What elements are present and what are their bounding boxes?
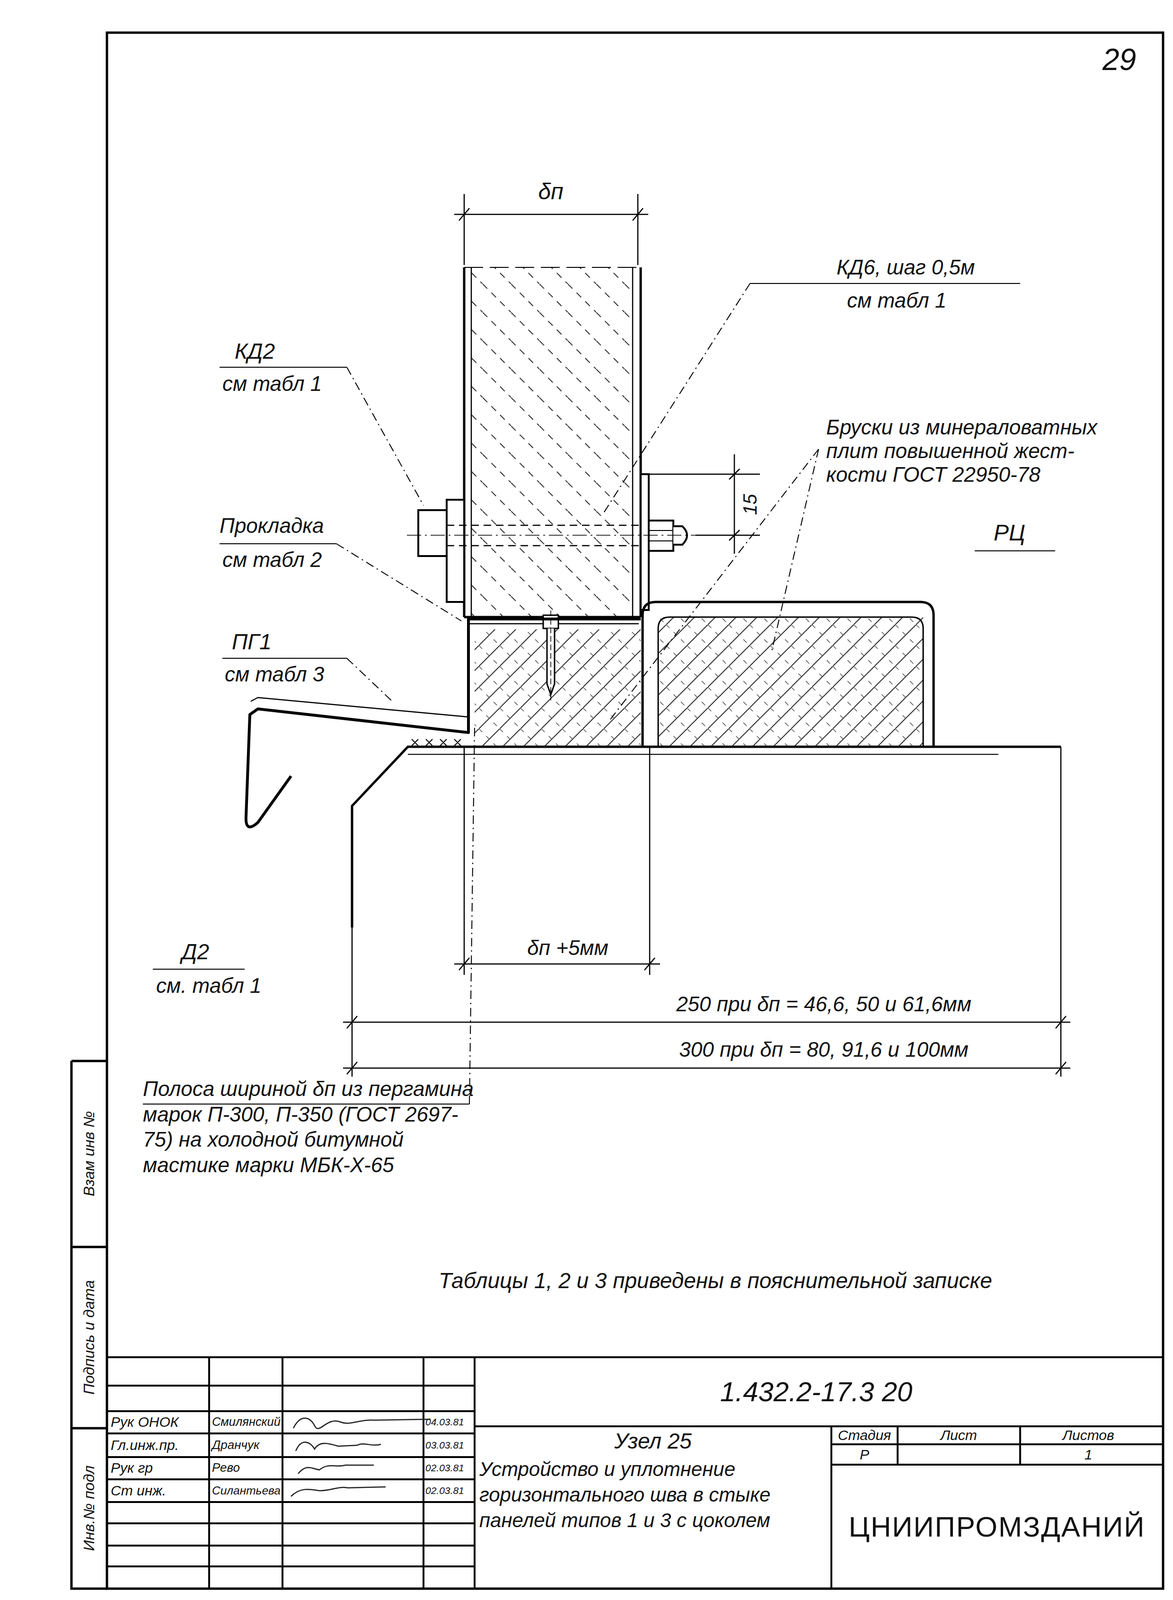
- date: 03.03.81: [425, 1439, 465, 1451]
- u-profile: [642, 601, 934, 747]
- signature: [295, 1441, 381, 1451]
- sheet-frame: [106, 32, 1164, 1589]
- designation: 1.432.2-17.3 20: [720, 1375, 913, 1408]
- plinth-block: [352, 746, 1061, 1077]
- bolt-assembly: [418, 510, 447, 556]
- stamp-label: Стадия: [837, 1427, 891, 1444]
- stamp-label: Рук гр: [110, 1459, 153, 1477]
- flashing-profile: [246, 618, 641, 827]
- u-profile: [658, 617, 924, 747]
- title-block-grid: [209, 1357, 475, 1589]
- table-reference: см табл 1: [846, 288, 947, 313]
- flashing-profile: [246, 618, 641, 827]
- bolt-assembly: [648, 530, 674, 541]
- leader-line: [336, 283, 819, 1104]
- dimension-text: 300 при δп = 80, 91,6 и 100мм: [679, 1037, 969, 1062]
- bolt-assembly: [640, 474, 649, 610]
- flashing-profile: [411, 739, 461, 746]
- wall-panel: [464, 266, 641, 268]
- dimension-text: 250 при δп = 46,6, 50 и 61,6мм: [676, 992, 972, 1017]
- bolt-assembly: [648, 520, 674, 551]
- signature: [293, 1418, 431, 1429]
- plinth-block: [352, 746, 1061, 928]
- title-block-grid: [106, 1385, 475, 1567]
- material-note: Бруски из минераловатных плит повышенной…: [826, 415, 1129, 487]
- date: 04.03.81: [425, 1416, 465, 1428]
- stamp-label: Взам инв №: [80, 1111, 98, 1197]
- signature: [291, 1418, 431, 1497]
- stamp-label: Рук ОНОК: [110, 1413, 179, 1431]
- dowel: [543, 610, 559, 701]
- stamp-value: Р: [859, 1446, 870, 1464]
- organization-name: ЦНИИПРОМЗДАНИЙ: [848, 1510, 1146, 1544]
- bolt-assembly: [446, 499, 465, 602]
- material-note: Полоса шириной δп из пергамина марок П-3…: [142, 1075, 484, 1178]
- part-label: РЦ: [993, 519, 1026, 546]
- bolt-assembly: [406, 534, 701, 536]
- dowel: [550, 610, 552, 701]
- date: 02.03.81: [425, 1484, 465, 1497]
- signer-name: Силантьева: [211, 1483, 281, 1498]
- sheet-frame: [71, 32, 1164, 1589]
- dimension-line: [343, 194, 1071, 1075]
- stamp-label: Листов: [1062, 1427, 1114, 1444]
- part-label: КД6, шаг 0,5м: [836, 255, 975, 280]
- u-profile: [642, 601, 934, 747]
- signer-name: Смилянский: [211, 1414, 281, 1429]
- signer-name: Рево: [211, 1460, 240, 1475]
- leader-line: [142, 283, 1056, 1104]
- leader-line: [142, 283, 1056, 1104]
- table-reference: см табл 2: [222, 547, 322, 573]
- dimension-line: [454, 194, 649, 265]
- part-label: КД2: [234, 338, 275, 364]
- plinth-block: [352, 746, 1061, 1077]
- stamp-label: Гл.инж.пр.: [110, 1437, 179, 1454]
- stamp-value: 1: [1084, 1446, 1093, 1464]
- part-label: Прокладка: [219, 513, 324, 538]
- note: Таблицы 1, 2 и 3 приведены в пояснительн…: [438, 1268, 993, 1294]
- stamp-label: Подпись и дата: [80, 1279, 98, 1395]
- wall-panel: [464, 267, 641, 618]
- dimension-line: [343, 1061, 1071, 1075]
- stamp-label: Лист: [940, 1427, 977, 1444]
- stamp-label: Ст инж.: [110, 1482, 167, 1500]
- stamp-label: Инв.№ подл: [80, 1465, 98, 1552]
- dimension-line: [343, 1015, 1071, 1029]
- sheet-frame: [71, 1060, 107, 1589]
- dimension-text: 15: [739, 493, 761, 516]
- flashing-profile: [250, 697, 469, 717]
- table-reference: см табл 1: [222, 371, 322, 397]
- table-reference: см табл 3: [224, 662, 325, 687]
- title-block-grid: [106, 1357, 1164, 1589]
- plinth-block: [407, 753, 999, 755]
- drawing-title: Узел 25: [614, 1428, 692, 1454]
- part-label: Д2: [181, 939, 210, 965]
- mineral-wool-block: [474, 617, 924, 747]
- signature: [291, 1486, 386, 1497]
- wall-panel: [471, 267, 633, 618]
- signature: [298, 1464, 374, 1474]
- table-reference: см. табл 1: [156, 973, 262, 998]
- drawing-title: Устройство и уплотнение горизонтального …: [479, 1456, 828, 1533]
- mineral-wool-block: [658, 617, 924, 747]
- dimension-line: [454, 746, 661, 975]
- dimension-text: δп: [537, 178, 564, 205]
- date: 02.03.81: [425, 1462, 465, 1474]
- page-number: 29: [1102, 42, 1137, 78]
- signer-name: Дранчук: [211, 1437, 260, 1453]
- part-label: ПГ1: [231, 629, 272, 655]
- dimension-text: δп +5мм: [527, 935, 609, 961]
- title-block-grid: [106, 1356, 1164, 1359]
- bolt-assembly: [406, 474, 701, 610]
- title-block-grid: [474, 1426, 1164, 1589]
- wall-panel: [464, 267, 641, 618]
- wall-panel: [471, 267, 633, 618]
- mineral-wool-block: [474, 629, 641, 747]
